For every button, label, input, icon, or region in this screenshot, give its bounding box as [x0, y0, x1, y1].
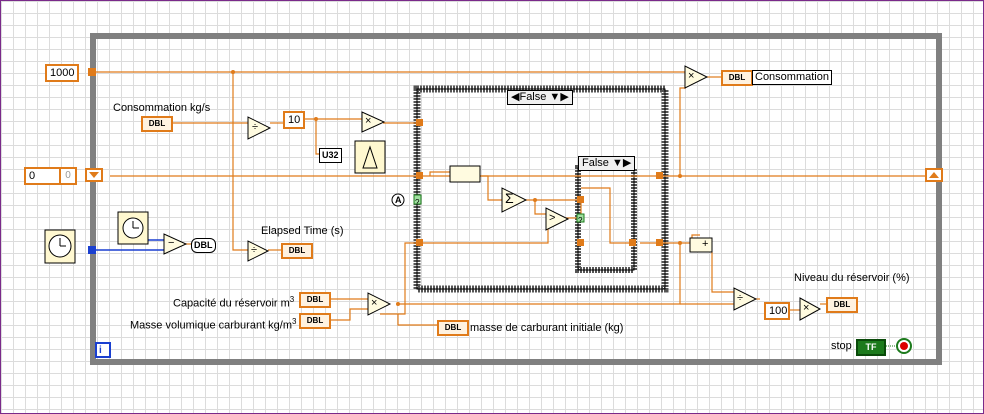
multiply-node-1	[361, 111, 386, 133]
sum-glyph: Σ	[505, 190, 514, 206]
sum-node	[501, 187, 528, 213]
multiply-node-4	[799, 297, 822, 321]
build-array-node	[449, 165, 481, 183]
inner-case-outline	[577, 167, 635, 271]
inner-question-glyph: ?	[578, 216, 583, 225]
outer-case-outline	[416, 88, 666, 290]
greater-glyph: >	[549, 212, 556, 224]
subtract-node	[163, 233, 188, 255]
to-dbl-conversion: DBL	[191, 238, 216, 253]
divide-node-2	[247, 240, 270, 262]
niveau-terminal[interactable]: DBL	[826, 297, 858, 313]
masse-volumique-terminal[interactable]: DBL	[299, 313, 331, 329]
multiply-node-2	[684, 65, 709, 89]
tunnel-1000	[88, 68, 96, 76]
u32-conversion: U32	[319, 148, 342, 163]
outer-case-structure	[413, 85, 669, 293]
multiply-glyph-3: ×	[371, 297, 378, 309]
label-elapsed-time: Elapsed Time (s)	[261, 225, 344, 237]
divide-glyph-3: ÷	[737, 292, 744, 304]
constant-10[interactable]: 10	[283, 111, 305, 129]
constant-100[interactable]: 100	[764, 302, 790, 320]
multiply-glyph-4: ×	[803, 302, 810, 314]
iteration-terminal	[391, 193, 405, 207]
iteration-a-glyph: A	[395, 195, 402, 205]
inner-case-structure	[575, 165, 637, 273]
label-stop: stop	[831, 340, 852, 352]
consommation-terminal[interactable]: DBL	[721, 70, 753, 86]
add-glyph: +	[702, 238, 709, 250]
iteration-i-glyph: i	[99, 345, 102, 356]
while-loop-frame	[90, 33, 942, 365]
numeric-control-0[interactable]: 0	[24, 167, 64, 185]
divide-glyph-2: ÷	[251, 244, 258, 256]
greater-node	[545, 207, 570, 231]
shift-register-init: 0	[59, 167, 77, 185]
subtract-glyph: −	[168, 237, 175, 249]
outer-case-selector[interactable]: ◀False ▼▶	[507, 90, 573, 105]
operator-nodes	[163, 65, 822, 321]
multiply-node-3	[367, 292, 392, 316]
divide-node-3	[733, 287, 758, 311]
inner-case-selector[interactable]: False ▼▶	[578, 156, 636, 171]
divide-node-1	[247, 116, 272, 140]
multiply-glyph-1: ×	[365, 115, 372, 127]
compound-add-node	[689, 237, 713, 253]
consommation-kgs-terminal[interactable]: DBL	[141, 116, 173, 132]
label-capacite: Capacité du réservoir m3	[173, 295, 295, 310]
loop-iteration-terminal	[95, 342, 111, 358]
label-masse-initiale: masse de carburant initiale (kg)	[470, 322, 624, 334]
divide-glyph-1: ÷	[252, 121, 259, 133]
multiply-glyph-2: ×	[688, 70, 695, 82]
label-consommation: Consommation	[752, 70, 832, 85]
elapsed-time-terminal[interactable]: DBL	[281, 243, 313, 259]
constant-1000[interactable]: 1000	[45, 64, 80, 82]
capacite-terminal[interactable]: DBL	[299, 292, 331, 308]
label-masse-volumique: Masse volumique carburant kg/m3	[130, 317, 297, 332]
orange-wires	[92, 71, 929, 326]
label-consommation-kgs: Consommation kg/s	[113, 102, 211, 114]
tunnel-time	[88, 246, 96, 254]
masse-initiale-terminal[interactable]: DBL	[437, 320, 469, 336]
outer-question-glyph: ?	[415, 198, 420, 207]
label-niveau: Niveau du réservoir (%)	[794, 272, 910, 284]
stop-tf-terminal[interactable]: TF	[856, 339, 886, 356]
